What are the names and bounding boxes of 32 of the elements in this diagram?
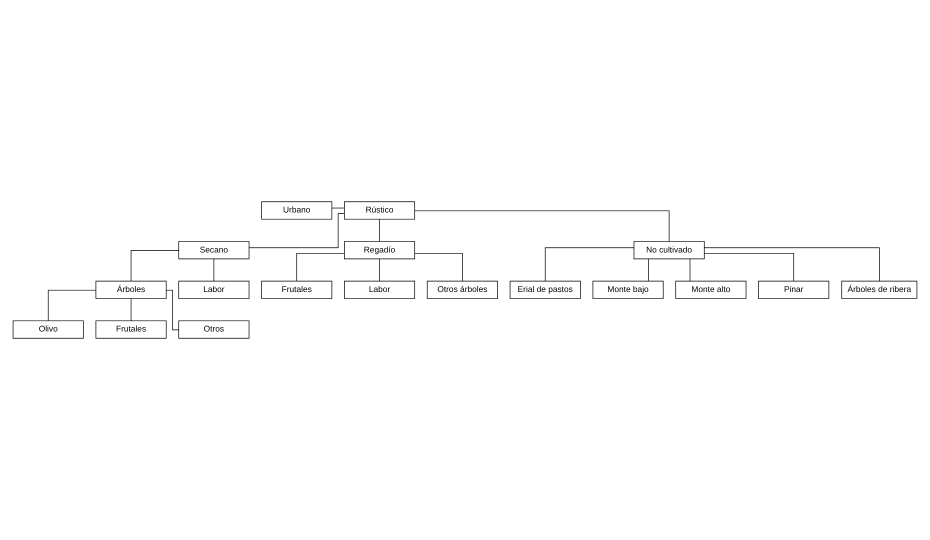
connector [130,298,132,322]
connector [48,290,96,322]
node-box: Frutales [261,280,332,299]
node-box: Monte alto [675,280,746,299]
connector [648,258,649,282]
connector [379,258,380,282]
node-box: Pinar [758,280,830,299]
node-box: Labor [344,280,416,299]
node-box: No cultivado [634,241,705,260]
node-box: Secano [178,241,250,260]
node-box: Árboles de ribera [841,280,918,299]
connector [296,252,345,282]
connector [414,252,463,282]
node-box: Monte bajo [592,280,664,299]
connector [248,213,345,248]
node-box: Rústico [344,201,416,220]
node-box: Labor [178,280,250,299]
node-box: Erial de pastos [510,280,581,299]
node-box: Otros árboles [426,280,498,299]
connector [544,247,634,282]
connector [130,250,179,282]
node-box: Árboles [96,280,167,299]
node-box: Otros [178,320,250,339]
connector [166,290,179,330]
node-box: Regadío [344,241,416,260]
node-box: Urbano [261,201,332,220]
connector [414,210,670,242]
connector [379,218,380,242]
connector [704,247,880,282]
connector [704,252,794,282]
node-box: Frutales [96,320,167,339]
node-box: Olivo [12,320,84,339]
